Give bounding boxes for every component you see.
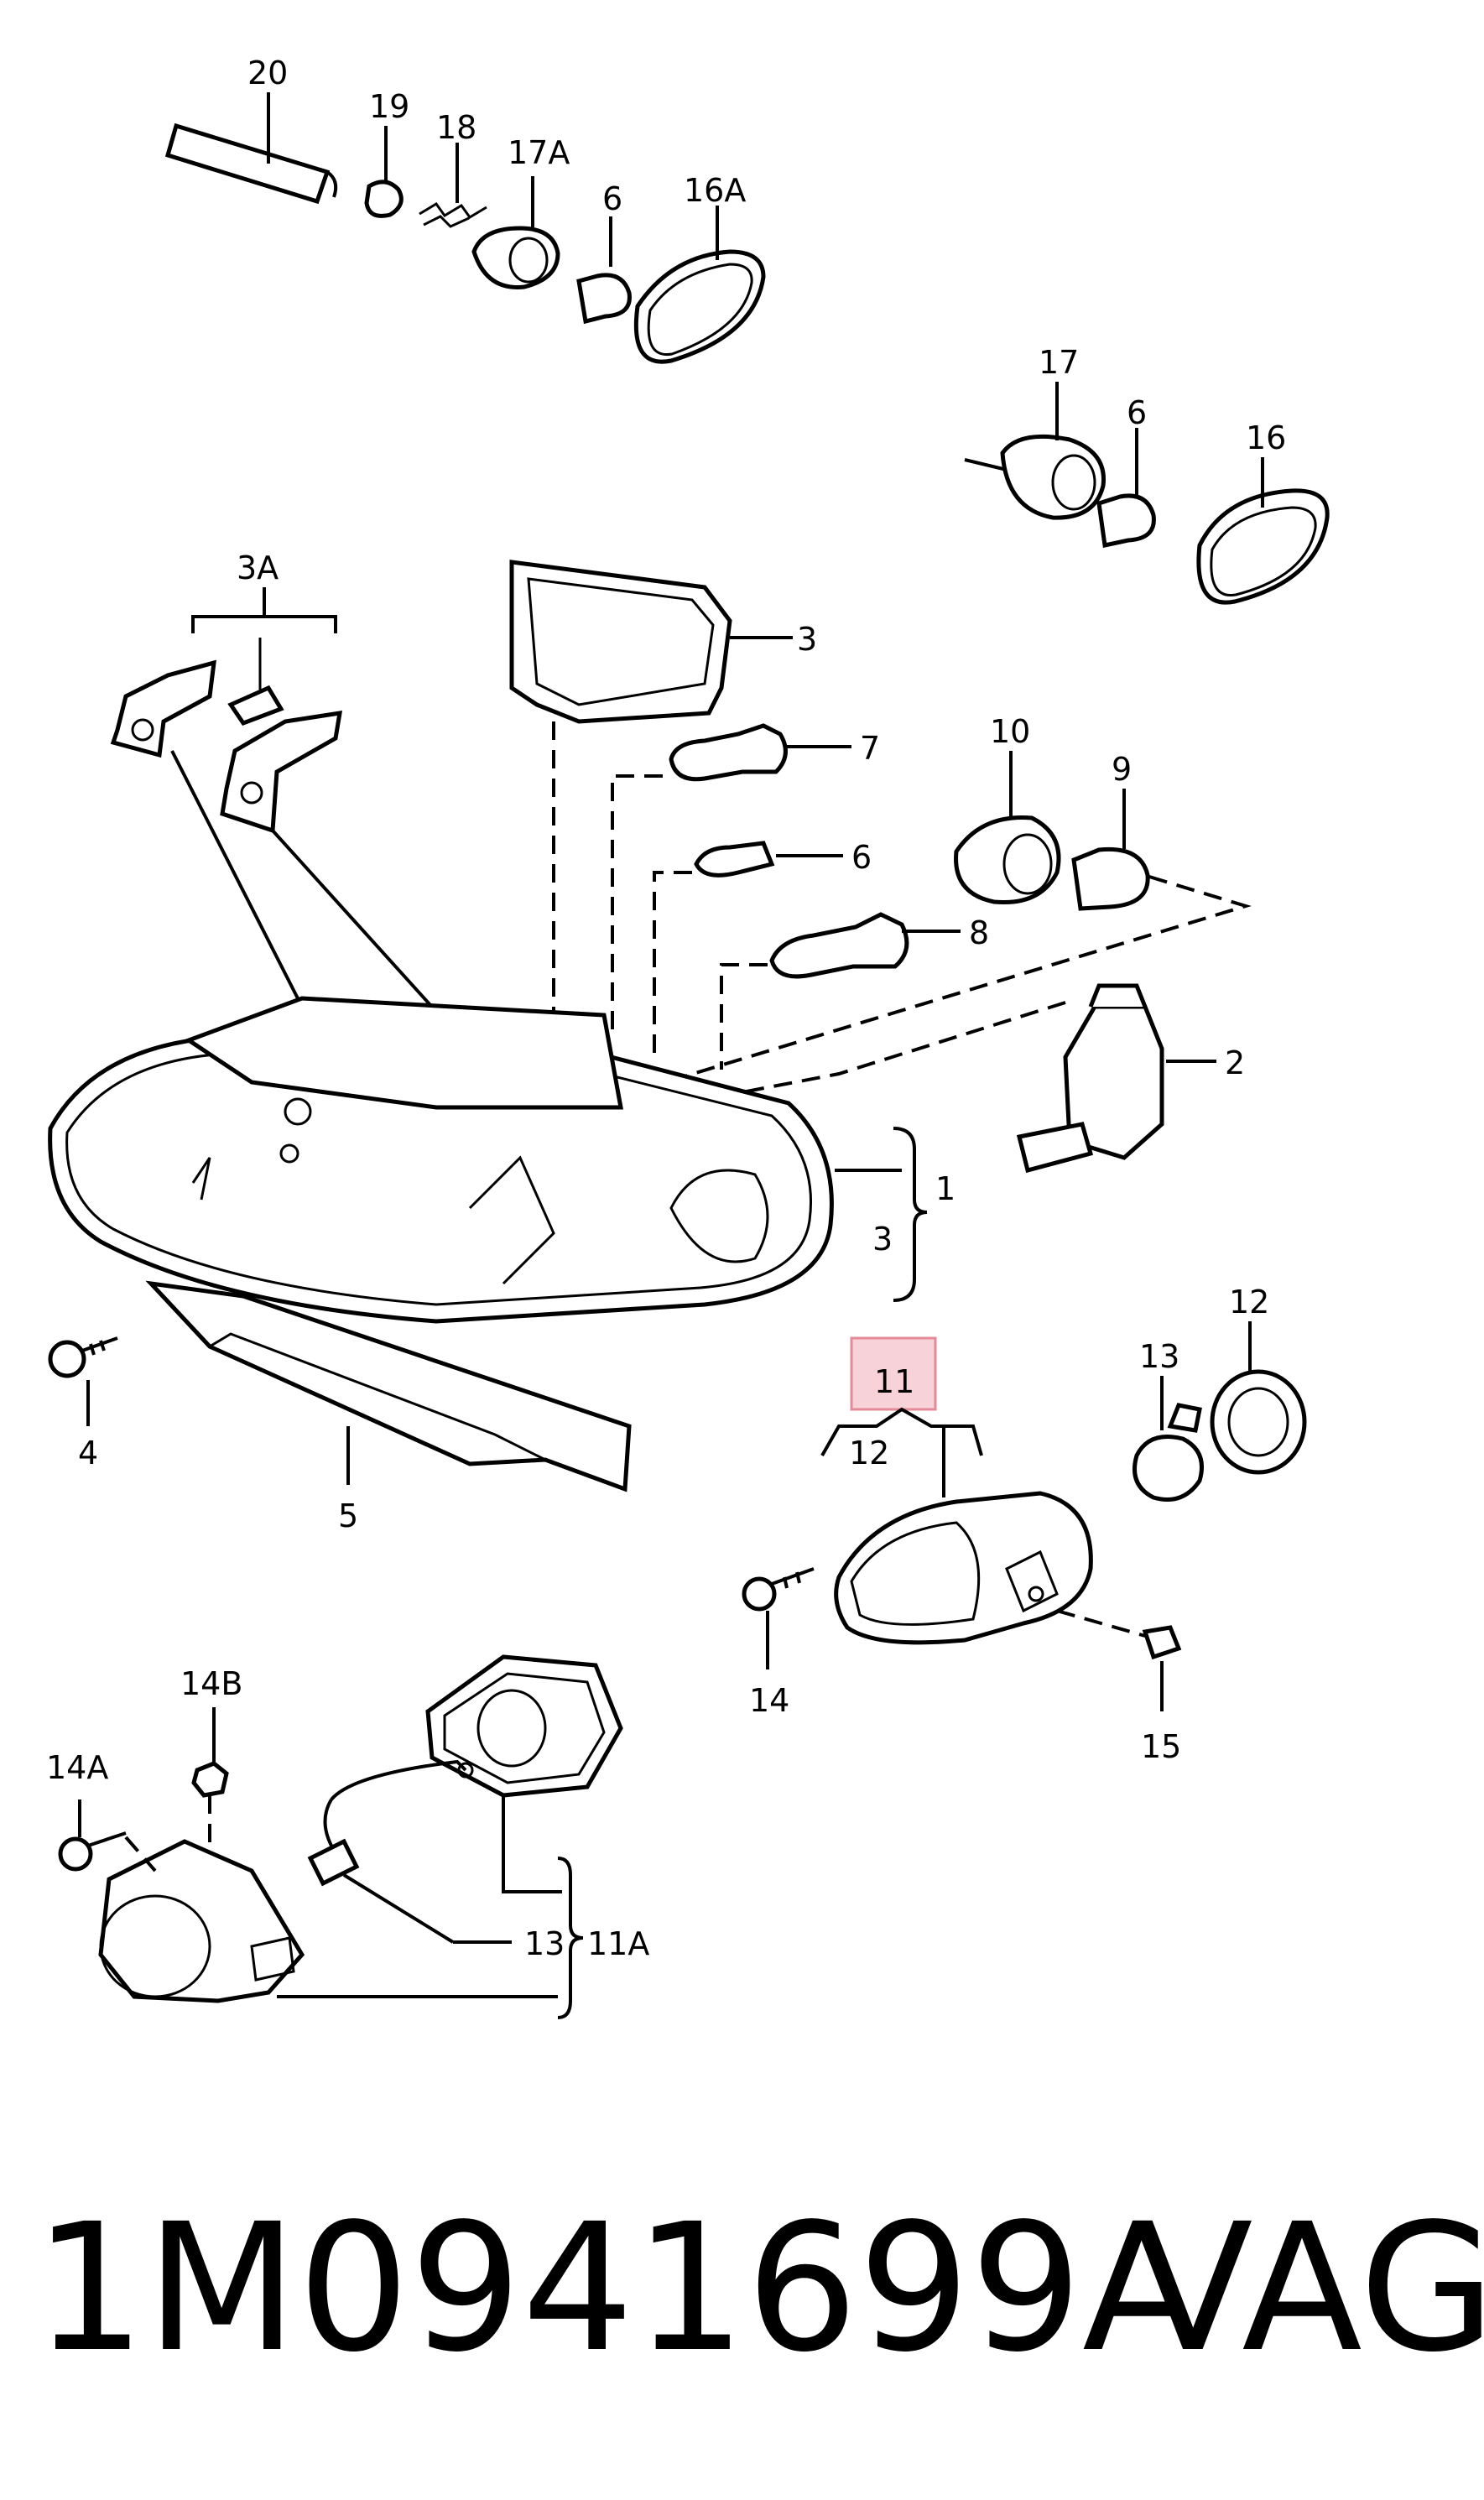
part-17a-socket	[471, 176, 560, 289]
callout-13-fog: 13	[524, 1925, 565, 1962]
callout-6-headlight: 6	[851, 839, 872, 876]
part-3a-brackets	[110, 587, 471, 1050]
part-5-trim	[145, 1280, 632, 1492]
callout-7: 7	[860, 730, 880, 767]
callout-14: 14	[749, 1682, 789, 1719]
part-6-bulb-mid	[1096, 428, 1156, 549]
part-11-foglamp	[834, 1491, 1093, 1645]
part-4-screw	[48, 1336, 118, 1426]
part-1-headlight	[48, 996, 928, 1324]
part-6-bulb-small	[576, 216, 632, 325]
callout-18: 18	[436, 109, 476, 146]
callout-13: 13	[1139, 1338, 1179, 1375]
callout-11a: 11A	[587, 1925, 649, 1962]
callout-3a: 3A	[237, 549, 279, 586]
callout-6-top: 6	[602, 180, 622, 217]
part-14-screw	[742, 1567, 815, 1669]
callout-15: 15	[1141, 1728, 1181, 1765]
callout-14b: 14B	[180, 1665, 242, 1702]
callout-4: 4	[78, 1435, 98, 1471]
part-16a-repeater	[633, 206, 766, 364]
callout-8: 8	[969, 914, 989, 951]
part-11-highlight-box	[850, 1336, 937, 1411]
part-8-bulb	[720, 912, 961, 1070]
callout-2: 2	[1225, 1044, 1245, 1081]
part-17-socket	[964, 382, 1106, 520]
callout-17a: 17A	[508, 134, 570, 171]
callout-20: 20	[247, 55, 288, 91]
callout-9: 9	[1112, 751, 1132, 788]
callout-3-top: 3	[797, 621, 817, 658]
part-11-bracket	[820, 1407, 983, 1497]
part-19-grommet	[364, 126, 404, 218]
callout-14a: 14A	[46, 1749, 108, 1786]
callout-10: 10	[990, 713, 1030, 750]
callout-19: 19	[369, 88, 409, 125]
callout-17: 17	[1039, 344, 1079, 381]
brand-name: VAG	[1133, 2185, 1484, 2391]
part-16-repeater	[1196, 457, 1330, 605]
callout-16: 16	[1246, 419, 1286, 456]
part-6-bulb-headlight	[653, 841, 843, 1061]
part-9-bulb	[637, 789, 1252, 1092]
part-13-bulb	[1133, 1376, 1204, 1502]
part-15-clip	[1056, 1609, 1182, 1711]
part-20-wire	[164, 92, 338, 205]
callout-6-mid: 6	[1127, 394, 1147, 431]
callout-12: 12	[1229, 1284, 1269, 1320]
callout-3-bottom: 3	[872, 1221, 893, 1258]
callout-1: 1	[935, 1170, 955, 1207]
part-10-socket	[954, 751, 1061, 905]
callout-12-bracket: 12	[849, 1435, 889, 1471]
part-7-bulb	[611, 723, 851, 1032]
callout-11: 11	[874, 1363, 914, 1400]
part-12-ring	[1210, 1321, 1307, 1475]
part-number: 1M0941699A	[34, 2185, 1203, 2391]
part-11a-foglamp-assembly	[58, 1654, 623, 2019]
callout-16a: 16A	[684, 172, 746, 209]
part-3-gasket	[509, 560, 793, 1011]
part-18-clip	[419, 143, 487, 228]
callout-5: 5	[338, 1497, 358, 1534]
